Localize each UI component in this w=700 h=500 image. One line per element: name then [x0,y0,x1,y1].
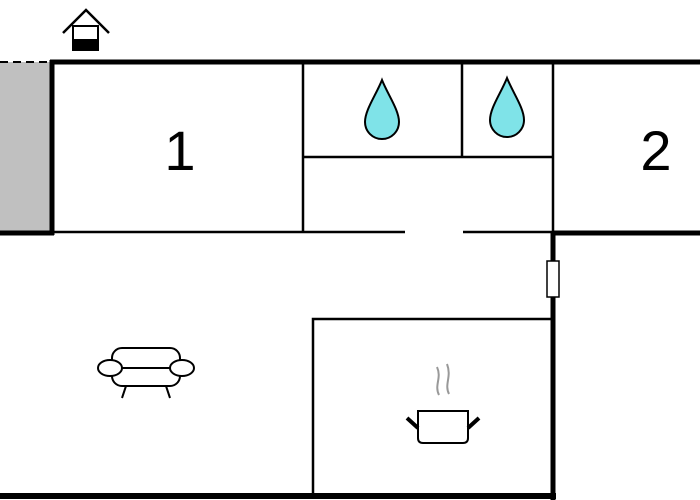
entrance-icon [62,8,110,51]
kitchen-walls [311,317,553,496]
sofa-icon [97,347,195,399]
water-drop-icon [363,77,401,140]
cooking-pot-icon [405,363,481,444]
room-2-label: 2 [640,119,671,182]
window-icon [546,260,560,298]
room-1-label: 1 [164,119,195,182]
terrace-area [0,62,50,232]
water-drop-icon [488,75,526,138]
